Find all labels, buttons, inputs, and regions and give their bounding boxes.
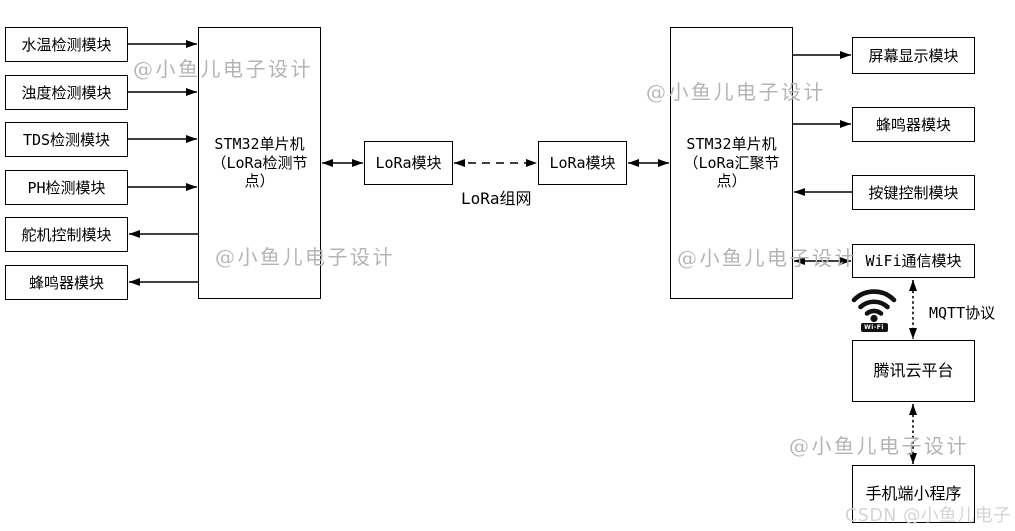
node-box-stm32-gather: STM32单片机（LoRa汇聚节点） bbox=[670, 27, 793, 299]
lora-module-box-left: LoRa模块 bbox=[364, 141, 453, 185]
module-box-turbidity: 浊度检测模块 bbox=[5, 75, 128, 110]
mqtt-protocol-label: MQTT协议 bbox=[929, 304, 996, 322]
module-box-keys: 按键控制模块 bbox=[852, 175, 975, 210]
wifi-badge-label: Wi-Fi bbox=[860, 323, 888, 332]
phone-miniprogram-box: 手机端小程序 bbox=[852, 465, 975, 523]
wifi-arcs-icon bbox=[851, 289, 897, 322]
lora-module-box-right: LoRa模块 bbox=[538, 141, 627, 185]
watermark-bottom-right: @小鱼儿电子设计 bbox=[789, 434, 969, 458]
wifi-icon: Wi-Fi bbox=[848, 284, 900, 332]
cloud-platform-box: 腾讯云平台 bbox=[852, 340, 975, 402]
module-box-screen: 屏幕显示模块 bbox=[852, 37, 975, 74]
module-box-tds: TDS检测模块 bbox=[5, 122, 128, 157]
module-box-buzzer-right: 蜂鸣器模块 bbox=[852, 107, 975, 142]
module-box-ph: PH检测模块 bbox=[5, 170, 128, 205]
module-box-servo: 舵机控制模块 bbox=[5, 217, 128, 252]
module-box-water-temp: 水温检测模块 bbox=[5, 27, 128, 62]
module-box-buzzer-left: 蜂鸣器模块 bbox=[5, 265, 128, 300]
lora-network-label: LoRa组网 bbox=[461, 189, 532, 208]
module-box-wifi: WiFi通信模块 bbox=[852, 244, 975, 278]
node-box-stm32-detect: STM32单片机（LoRa检测节点） bbox=[198, 27, 321, 299]
